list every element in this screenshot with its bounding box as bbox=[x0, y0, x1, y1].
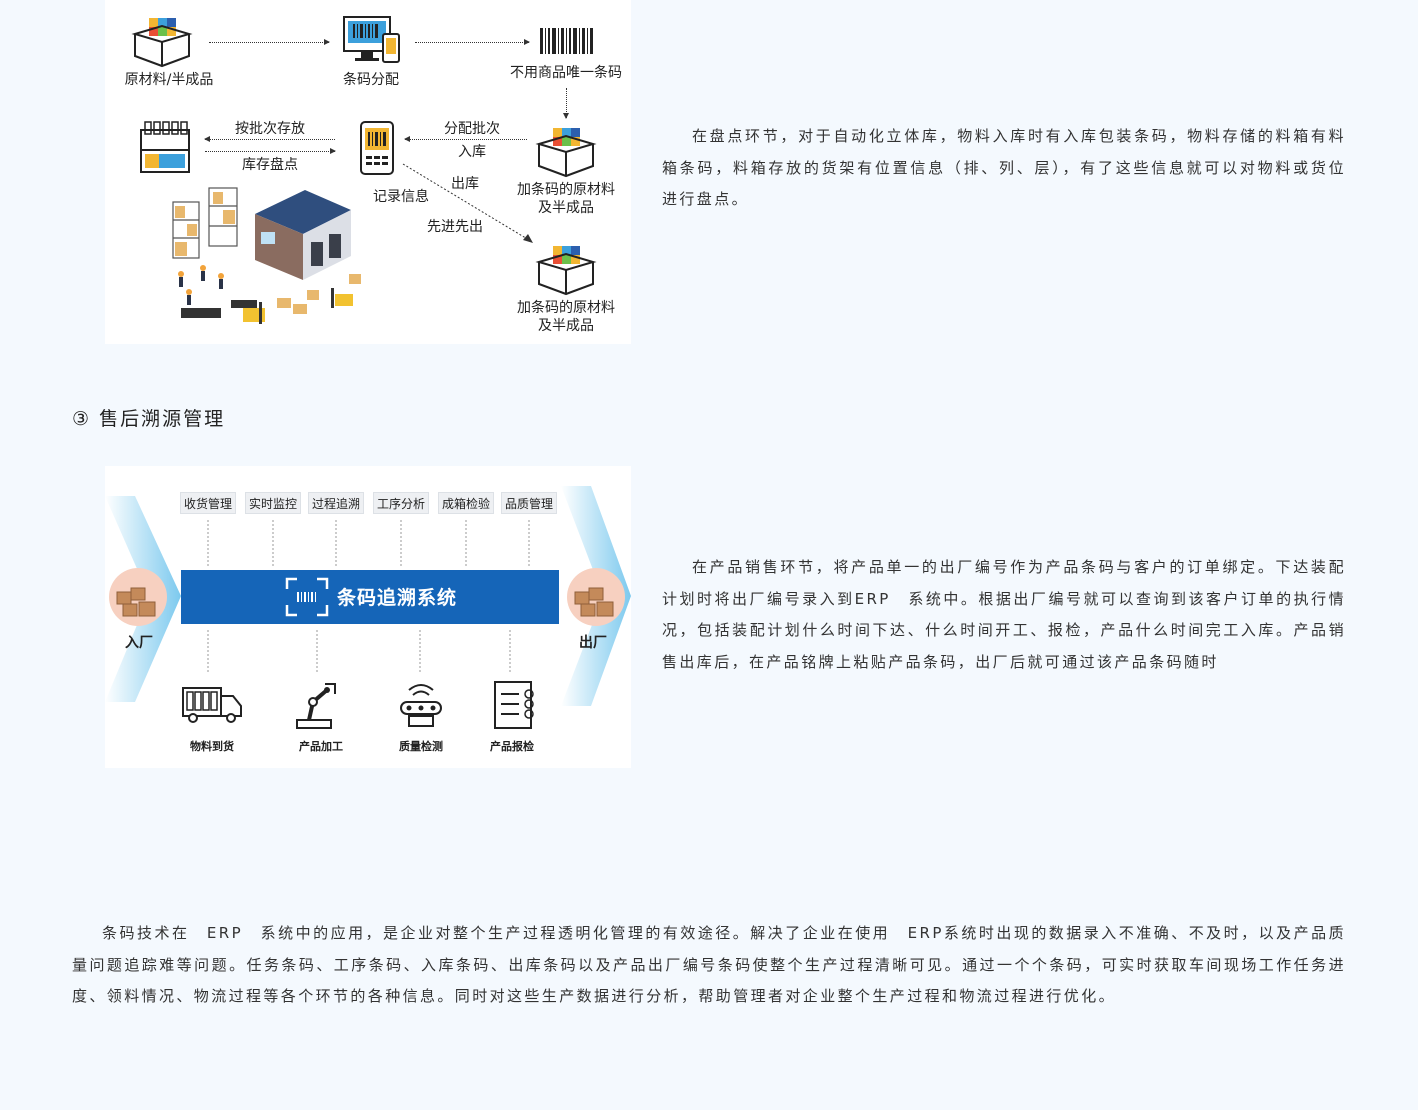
paragraph-after-sales: 在产品销售环节，将产品单一的出厂编号作为产品条码与客户的订单绑定。下达装配计划时… bbox=[662, 558, 1346, 671]
label-record-info: 记录信息 bbox=[373, 189, 429, 205]
func-box-inspection: 成箱检验 bbox=[438, 492, 494, 514]
label-inventory-check: 库存盘点 bbox=[242, 157, 298, 173]
step-material-arrival: 物料到货 bbox=[190, 740, 234, 753]
label-fifo: 先进先出 bbox=[427, 219, 483, 235]
step-inspection-report: 产品报检 bbox=[490, 740, 534, 753]
barcode-monitor-icon bbox=[343, 16, 400, 63]
flow-arrow bbox=[563, 88, 569, 119]
paragraph-conclusion: 条码技术在 ERP 系统中的应用，是企业对整个生产过程透明化管理的有效途径。解决… bbox=[72, 924, 1346, 1005]
flow-arrow bbox=[404, 136, 527, 142]
coded-box-icon-2 bbox=[535, 246, 597, 296]
outbound-boxes-icon bbox=[567, 568, 625, 626]
label-raw-material: 原材料/半成品 bbox=[124, 72, 214, 88]
label-barcode-assign: 条码分配 bbox=[343, 72, 399, 88]
step-processing: 产品加工 bbox=[299, 740, 343, 753]
label-coded-material-1b: 及半成品 bbox=[538, 200, 594, 216]
inbound-boxes-icon bbox=[109, 568, 167, 626]
label-no-unique-code: 不用商品唯一条码 bbox=[510, 65, 622, 81]
label-coded-material-2b: 及半成品 bbox=[538, 318, 594, 334]
robot-arm-icon bbox=[296, 683, 336, 729]
top-connectors bbox=[207, 520, 530, 566]
coded-box-icon bbox=[535, 128, 597, 178]
flow-arrow bbox=[415, 39, 530, 45]
label-inbound: 入库 bbox=[458, 144, 486, 160]
inbound-label: 入厂 bbox=[125, 635, 153, 651]
quality-scan-icon bbox=[400, 684, 442, 727]
func-process-trace: 过程追溯 bbox=[308, 492, 364, 514]
label-coded-material-1a: 加条码的原材料 bbox=[517, 182, 615, 198]
label-coded-material-2a: 加条码的原材料 bbox=[517, 300, 615, 316]
func-quality: 品质管理 bbox=[501, 492, 557, 514]
shelf-icon bbox=[140, 121, 190, 173]
flow-arrow bbox=[209, 39, 330, 45]
flow-arrow bbox=[205, 148, 336, 154]
flow-arrow bbox=[204, 136, 335, 142]
scan-frame-icon bbox=[285, 577, 329, 617]
outbound-diagonal-arrow bbox=[402, 163, 533, 243]
system-title: 条码追溯系统 bbox=[337, 587, 458, 609]
barcode-system-bar bbox=[181, 570, 559, 624]
outbound-label: 出厂 bbox=[579, 635, 607, 651]
func-process-analysis: 工序分析 bbox=[373, 492, 429, 514]
barcode-icon bbox=[540, 28, 593, 54]
inventory-flow-diagram: 原材料/半成品 条码分配 不用商品唯一条码 按批次存放 库存盘点 记录信息 bbox=[105, 0, 631, 344]
warehouse-illustration bbox=[172, 187, 361, 324]
func-receiving: 收货管理 bbox=[180, 492, 236, 514]
scanner-phone-icon bbox=[360, 121, 394, 175]
traceability-system-diagram: 入厂 出厂 收货管理 实时监控 过程追溯 工序分析 成箱检验 品质管理 条码追溯… bbox=[105, 466, 631, 768]
label-batch-storage: 按批次存放 bbox=[235, 121, 305, 137]
truck-icon bbox=[182, 687, 242, 723]
label-outbound: 出库 bbox=[451, 176, 479, 192]
section-heading: ③ 售后溯源管理 bbox=[72, 408, 226, 430]
func-monitoring: 实时监控 bbox=[245, 492, 301, 514]
bottom-connectors bbox=[207, 630, 511, 672]
box-icon bbox=[131, 18, 193, 68]
label-assign-batch: 分配批次 bbox=[444, 121, 500, 137]
checklist-icon bbox=[494, 681, 534, 729]
paragraph-inventory: 在盘点环节，对于自动化立体库，物料入库时有入库包装条码，物料存储的料箱有料箱条码… bbox=[662, 127, 1346, 208]
step-quality-check: 质量检测 bbox=[399, 740, 443, 753]
